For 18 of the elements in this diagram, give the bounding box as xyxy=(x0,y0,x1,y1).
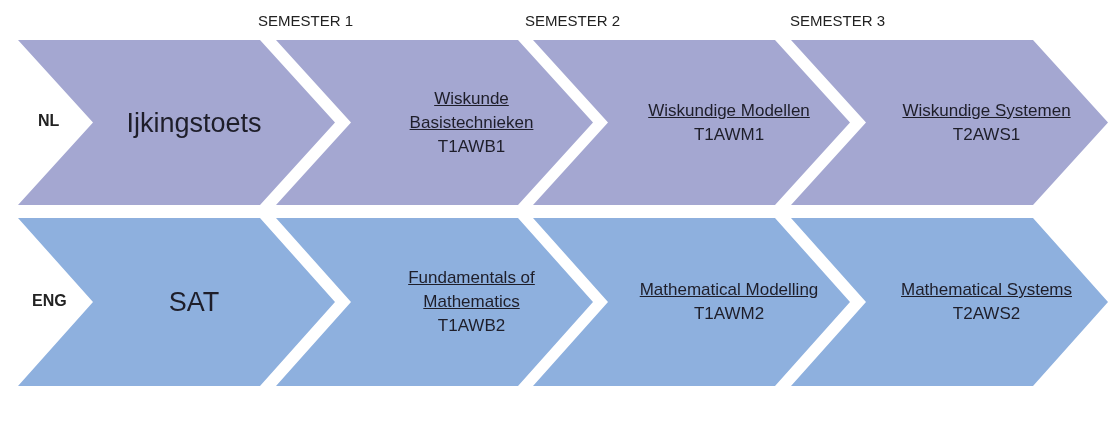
course-code: T1AWB1 xyxy=(437,135,506,158)
course-code: T2AWS1 xyxy=(952,123,1021,146)
course-code: T1AWM1 xyxy=(693,123,765,146)
course-title: Wiskundige Systemen xyxy=(902,99,1071,122)
row-label: NL xyxy=(38,112,60,130)
column-header: SEMESTER 3 xyxy=(790,12,886,29)
column-header: SEMESTER 1 xyxy=(258,12,354,29)
course-title: Wiskundige Modellen xyxy=(648,99,810,122)
course-title: Wiskunde Basistechnieken xyxy=(408,87,535,134)
course-title: Mathematical Modelling xyxy=(639,279,819,301)
course-title: Mathematical Systems xyxy=(901,279,1072,301)
course-code: T1AWM2 xyxy=(693,303,765,325)
course-code: T1AWB2 xyxy=(437,315,506,337)
course-title: Fundamentals of Mathematics xyxy=(407,267,536,313)
column-header: SEMESTER 2 xyxy=(525,12,621,29)
chevron-label: SAT xyxy=(168,290,220,314)
row-label: ENG xyxy=(32,292,67,310)
course-code: T2AWS2 xyxy=(952,303,1021,325)
